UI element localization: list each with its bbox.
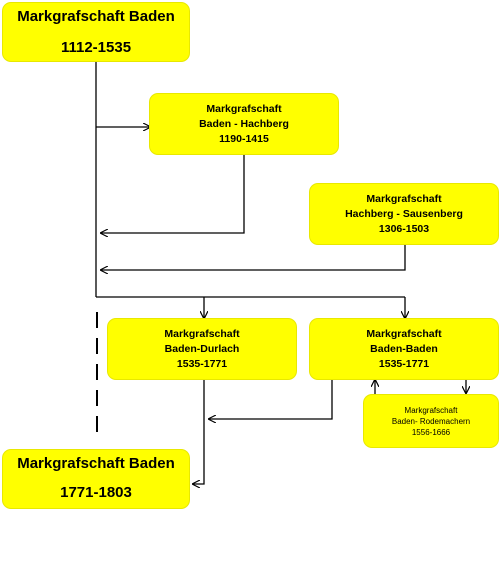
box-dates: 1190-1415 [219,132,269,145]
box-title: Markgrafschaft Baden [17,8,175,25]
arrow-badenbaden-merge [209,379,333,419]
box-markgrafschaft-baden-1771: Markgrafschaft Baden 1771-1803 [3,450,189,508]
box-dates: 1556-1666 [411,427,451,437]
arrow-from-sausenberg [101,244,406,270]
box-baden-baden: Markgrafschaft Baden-Baden 1535-1771 [310,319,498,379]
box-baden-durlach: Markgrafschaft Baden-Durlach 1535-1771 [108,319,296,379]
arrow-durlach-to-baden-1771 [193,379,205,484]
box-line2: Hachberg - Sausenberg [345,207,463,220]
box-dates: 1535-1771 [378,357,430,370]
arrow-from-hachberg [101,154,245,233]
box-line2: Baden- Rodemachern [391,416,471,426]
box-dates: 1535-1771 [176,357,228,370]
box-line1: Markgrafschaft [206,102,282,115]
box-dates: 1112-1535 [60,39,132,56]
box-line2: Baden-Durlach [164,342,240,355]
box-hachberg-sausenberg: Markgrafschaft Hachberg - Sausenberg 130… [310,184,498,244]
box-dates: 1771-1803 [60,484,132,501]
box-line2: Baden - Hachberg [199,117,289,130]
box-baden-rodemachern: Markgrafschaft Baden- Rodemachern 1556-1… [364,395,498,447]
box-line1: Markgrafschaft [366,327,442,340]
box-line2: Baden-Baden [370,342,438,355]
box-baden-hachberg: Markgrafschaft Baden - Hachberg 1190-141… [150,94,338,154]
box-line1: Markgrafschaft [404,405,458,415]
box-markgrafschaft-baden-1112: Markgrafschaft Baden 1112-1535 [3,3,189,61]
box-line1: Markgrafschaft [366,192,442,205]
box-line1: Markgrafschaft [164,327,240,340]
box-title: Markgrafschaft Baden [17,455,175,472]
box-dates: 1306-1503 [378,222,430,235]
